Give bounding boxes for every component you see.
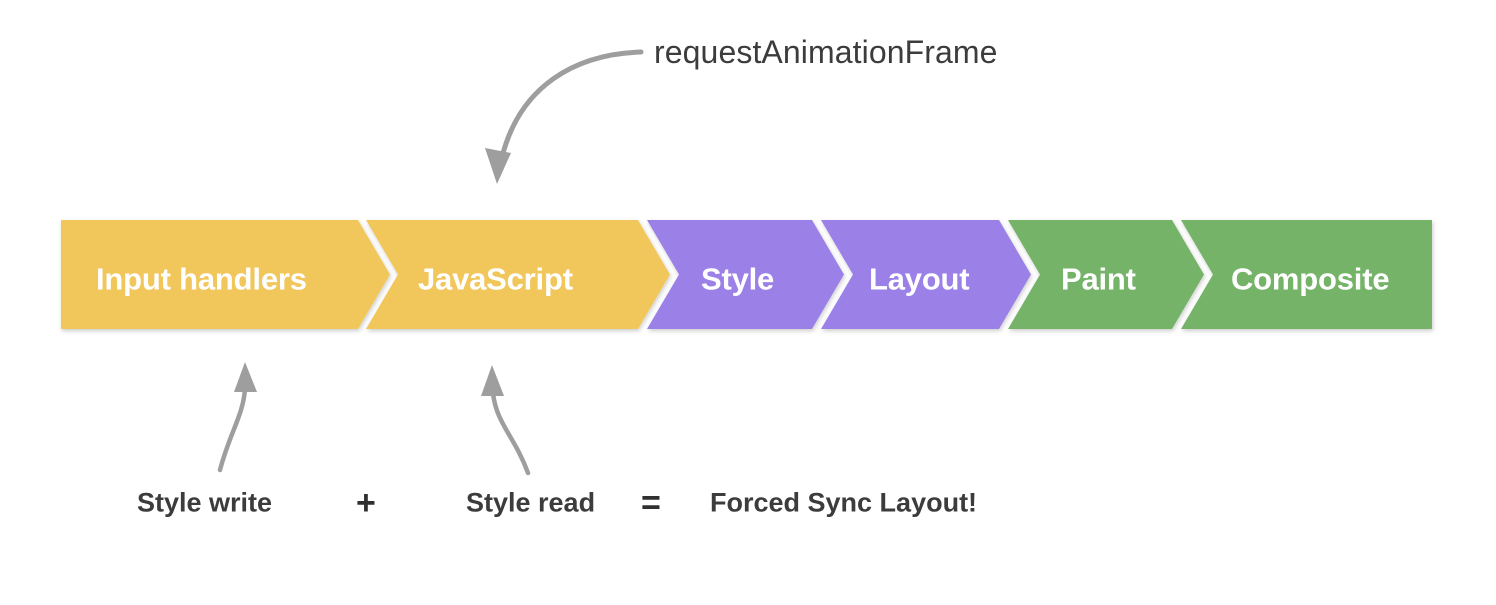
stage-label-input-handlers: Input handlers (96, 261, 307, 297)
request-animation-frame-arrow (485, 49, 644, 184)
style-read-arrowhead-icon (481, 365, 504, 396)
stage-shape-paint[interactable] (1008, 220, 1204, 329)
stage-shape-layout[interactable] (821, 220, 1031, 329)
style-read-label: Style read (466, 487, 596, 518)
equals-operator: = (641, 484, 661, 522)
style-read-arrow-curve (490, 390, 531, 476)
style-write-arrow (217, 362, 257, 473)
stage-shape-input-handlers[interactable] (61, 220, 390, 329)
forced-sync-layout-label: Forced Sync Layout! (710, 487, 978, 518)
stage-shape-javascript[interactable] (366, 220, 670, 329)
top-arrow-curve (499, 49, 644, 160)
stage-label-style: Style (701, 261, 775, 297)
stage-label-composite: Composite (1231, 261, 1390, 297)
plus-operator: + (356, 484, 376, 522)
stage-label-javascript: JavaScript (418, 261, 573, 297)
style-write-label: Style write (137, 487, 273, 518)
stage-shape-composite[interactable] (1181, 220, 1432, 329)
top-arrowhead-icon (485, 148, 511, 184)
stage-label-paint: Paint (1061, 261, 1136, 297)
stage-label-layout: Layout (869, 261, 970, 297)
pipeline-shapes (61, 220, 1432, 329)
stage-shape-style[interactable] (647, 220, 844, 329)
rendering-pipeline-bar: Input handlers JavaScript Style Layout P… (61, 220, 1432, 329)
style-read-arrow (481, 365, 531, 476)
style-write-arrowhead-icon (234, 362, 257, 392)
request-animation-frame-label: requestAnimationFrame (654, 34, 998, 70)
style-write-arrow-curve (217, 386, 248, 473)
